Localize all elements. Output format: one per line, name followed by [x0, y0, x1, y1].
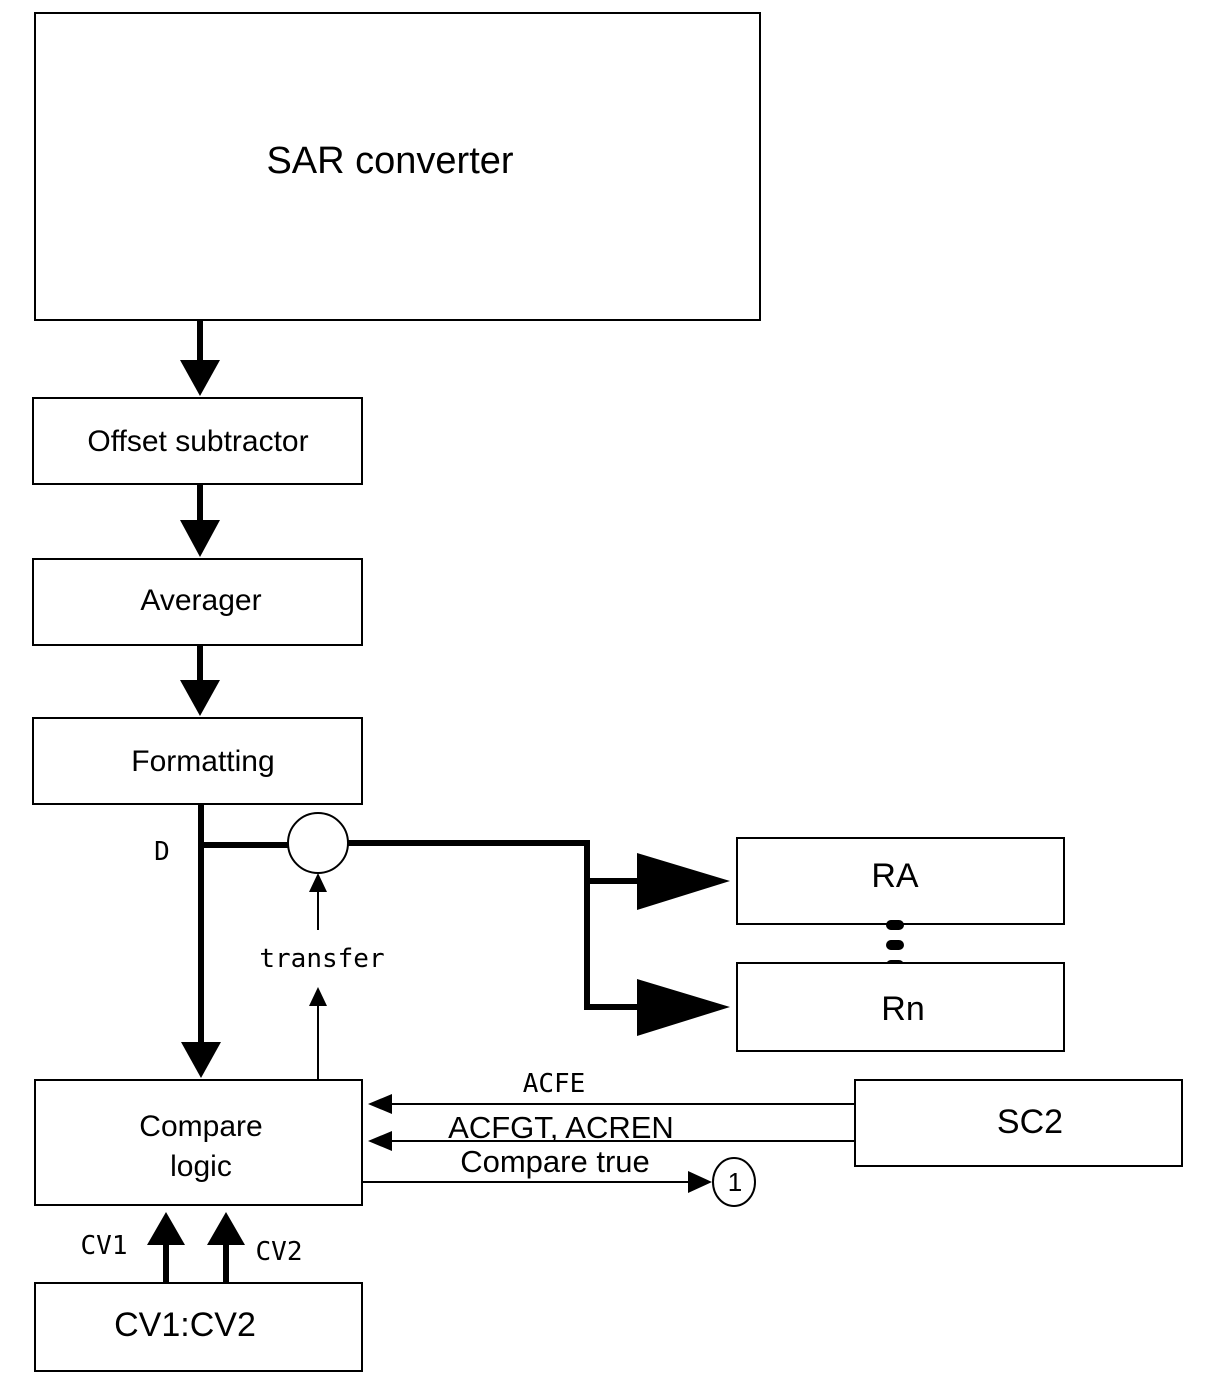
ra-register-block: RA — [736, 837, 1065, 925]
arrow-to-ra — [637, 853, 730, 910]
compare-true-signal: Compare true — [362, 1144, 712, 1193]
cv1-cv2-block: CV1:CV2 — [34, 1282, 363, 1372]
offset-subtractor-label: Offset subtractor — [87, 425, 308, 458]
arrow-averager-to-formatting — [180, 645, 220, 716]
averager-block: Averager — [32, 558, 363, 646]
rn-register-block: Rn — [736, 962, 1065, 1052]
acfe-signal: ACFE — [368, 1069, 855, 1114]
formatting-label: Formatting — [131, 745, 274, 778]
acfgt-acren-signal: ACFGT, ACREN — [368, 1110, 855, 1151]
off-page-connector: 1 — [712, 1157, 756, 1207]
d-bus: D — [154, 804, 290, 1078]
compare-logic-label-line1: Compare — [139, 1110, 262, 1143]
acfgt-acren-label: ACFGT, ACREN — [448, 1110, 674, 1145]
averager-label: Averager — [140, 584, 261, 617]
transfer-signal: transfer — [259, 873, 385, 1080]
arrow-to-rn — [637, 979, 730, 1036]
d-signal-label: D — [154, 837, 170, 867]
offset-subtractor-block: Offset subtractor — [32, 397, 363, 485]
connector-label: 1 — [728, 1167, 742, 1197]
cv1-label: CV1 — [81, 1231, 128, 1261]
sar-converter-block: SAR converter — [34, 12, 761, 321]
formatting-block: Formatting — [32, 717, 363, 805]
sc2-label: SC2 — [997, 1103, 1063, 1141]
compare-logic-label-line2: logic — [170, 1150, 232, 1183]
arrow-offset-to-averager — [180, 484, 220, 557]
compare-true-label: Compare true — [460, 1144, 650, 1179]
transfer-label: transfer — [259, 944, 384, 974]
sar-converter-label: SAR converter — [266, 140, 513, 182]
cv1-cv2-label: CV1:CV2 — [114, 1306, 256, 1344]
ra-label: RA — [871, 857, 919, 895]
rn-label: Rn — [881, 990, 924, 1028]
cv2-label: CV2 — [256, 1237, 303, 1267]
cv2-signal: CV2 — [207, 1212, 302, 1283]
cv1-signal: CV1 — [81, 1212, 185, 1283]
compare-logic-block: Compare logic — [34, 1079, 363, 1206]
arrow-sar-to-offset — [180, 320, 220, 396]
transfer-gate — [287, 812, 349, 874]
acfe-label: ACFE — [523, 1069, 586, 1099]
sc2-block: SC2 — [854, 1079, 1183, 1167]
register-bus — [348, 840, 730, 1036]
